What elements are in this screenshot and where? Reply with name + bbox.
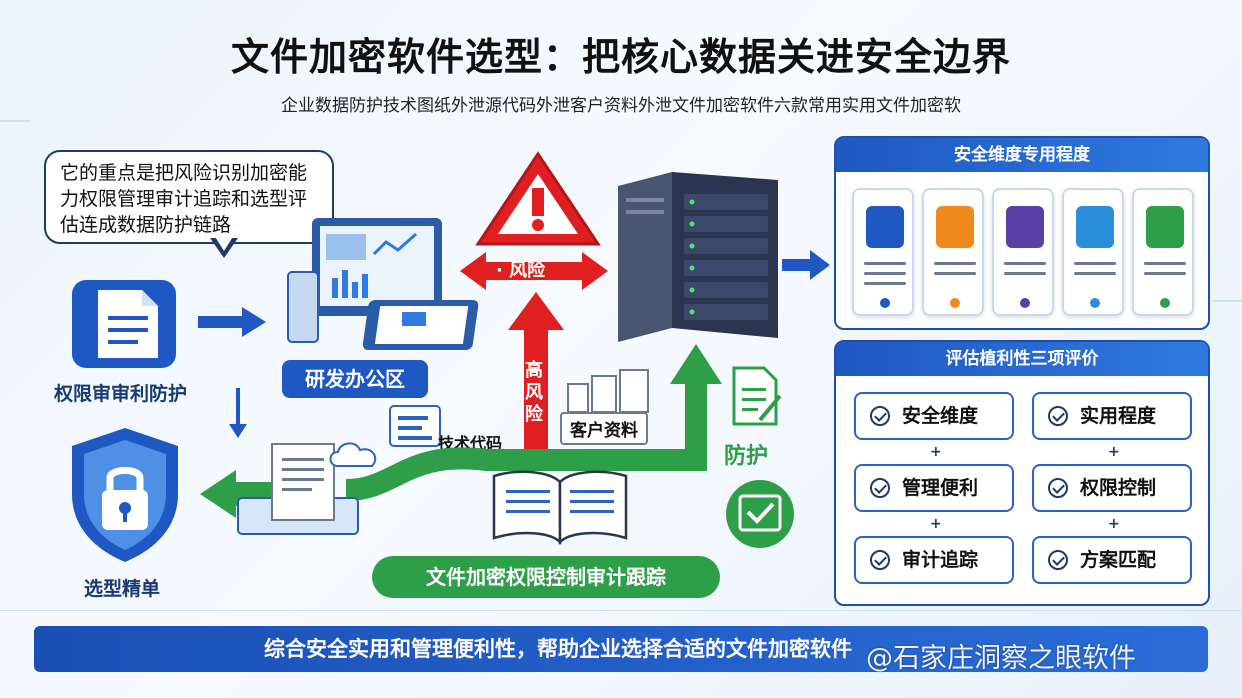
eval-item: 管理便利	[854, 464, 1014, 512]
plus-sign: +	[1108, 444, 1120, 460]
background-line	[1212, 300, 1242, 302]
watermark: @石家庄洞察之眼软件	[866, 643, 1136, 674]
eval-item: 实用程度	[1032, 392, 1192, 440]
feature-card	[992, 188, 1054, 316]
document-edit-icon	[732, 366, 782, 426]
security-dimension-panel: 安全维度专用程度	[834, 136, 1210, 330]
speech-bubble-tail	[210, 235, 238, 258]
plus-sign: +	[1108, 516, 1120, 532]
document-stack-icon	[237, 443, 359, 535]
arrow-right-icon	[782, 250, 830, 280]
folder-icon	[567, 369, 649, 413]
open-book-icon	[492, 470, 628, 546]
document-icon	[72, 280, 176, 368]
evaluation-header: 评估植利性三项评价	[836, 342, 1208, 376]
background-line	[0, 610, 1242, 611]
check-circle-icon	[870, 406, 890, 426]
lock-shield-icon	[1076, 206, 1114, 248]
summary-banner: 综合安全实用和管理便利性，帮助企业选择合适的文件加密软件	[34, 626, 1208, 672]
feature-card	[1062, 188, 1124, 316]
code-file-icon	[389, 405, 441, 447]
computer-icon	[287, 218, 479, 350]
check-circle-icon	[870, 478, 890, 498]
page-title: 文件加密软件选型：把核心数据关进安全边界	[230, 35, 1011, 79]
speech-bubble: 它的重点是把风险识别加密能力权限管理审计追踪和选型评估连成数据防护链路	[44, 150, 334, 244]
plus-sign: +	[930, 516, 942, 532]
client-data-label: 客户资料	[560, 412, 648, 445]
shield-check-icon	[936, 206, 974, 248]
plus-sign: +	[930, 444, 942, 460]
risk-label: · 风险	[496, 260, 546, 281]
arrow-right-icon	[198, 307, 266, 337]
check-circle-icon	[1048, 478, 1068, 498]
check-circle-icon	[870, 550, 890, 570]
background-line	[0, 120, 30, 122]
page-subtitle: 企业数据防护技术图纸外泄源代码外泄客户资料外泄文件加密软件六款常用实用文件加密软	[281, 96, 961, 116]
cloud-icon	[329, 442, 377, 467]
check-circle-icon	[1048, 550, 1068, 570]
badge-icon	[1146, 206, 1184, 248]
permission-label: 权限审审利防护	[54, 383, 188, 405]
protect-label: 防护	[724, 444, 769, 469]
check-badge-icon	[726, 480, 794, 548]
high-risk-label: 高风险	[525, 360, 543, 425]
arrow-down-icon	[229, 388, 247, 438]
shortlist-label: 选型精单	[84, 578, 161, 600]
shield-icon	[1006, 206, 1044, 248]
eval-item: 审计追踪	[854, 536, 1014, 584]
eval-item: 权限控制	[1032, 464, 1192, 512]
security-dimension-header: 安全维度专用程度	[836, 138, 1208, 172]
feature-card	[852, 188, 914, 316]
warning-icon	[475, 151, 601, 246]
risk-double-arrow	[460, 252, 608, 290]
chain-label: 文件加密权限控制审计跟踪	[372, 556, 720, 598]
check-circle-icon	[1048, 406, 1068, 426]
feature-card	[922, 188, 984, 316]
feature-card	[1132, 188, 1194, 316]
eval-item: 方案匹配	[1032, 536, 1192, 584]
risk-up-arrow	[508, 292, 564, 468]
evaluation-panel: 评估植利性三项评价 安全维度 实用程度 + + 管理便利 权限控制 + + 审计…	[834, 340, 1210, 606]
eval-item: 安全维度	[854, 392, 1014, 440]
cube-icon	[866, 206, 904, 248]
server-icon	[618, 172, 778, 342]
rd-office-label: 研发办公区	[282, 360, 428, 398]
shield-lock-icon	[72, 428, 178, 562]
